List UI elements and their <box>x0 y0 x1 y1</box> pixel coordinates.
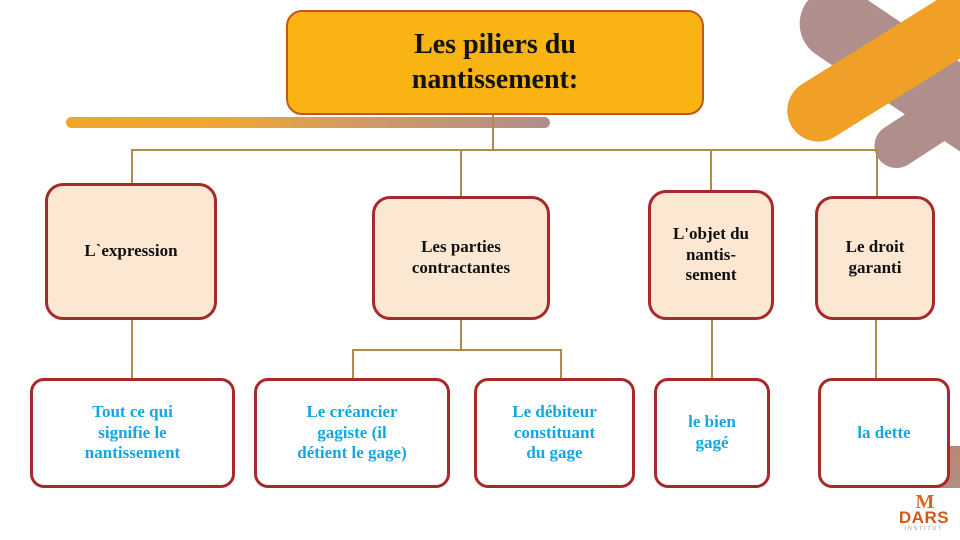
pillar-label-parties-contractantes: Les parties contractantes <box>412 237 510 278</box>
decor-mauve-bar-lower <box>866 46 960 177</box>
leaf-label-la-dette: la dette <box>857 423 910 444</box>
connector-to-pillar-1 <box>460 149 462 198</box>
leaf-line: gagiste (il <box>317 422 387 442</box>
leaf-line: Le débiteur <box>512 401 597 421</box>
dars-logo-subtitle: INSTITUT <box>904 526 944 532</box>
diagram-title-line-1: Les piliers du <box>414 29 576 61</box>
connector-pillar1-stem <box>460 318 462 350</box>
pillar-label-expression: L`expression <box>84 241 177 262</box>
leaf-line: signifie le <box>98 422 167 442</box>
leaf-line: Tout ce qui <box>92 401 173 421</box>
diagram-title-box: Les piliers du nantissement: <box>286 10 704 115</box>
pillar-line: L'objet du <box>672 223 750 243</box>
leaf-line: gagé <box>695 433 729 452</box>
pillar-box-parties-contractantes[interactable]: Les parties contractantes <box>372 196 550 320</box>
connector-title-stem <box>492 115 494 150</box>
title-underline-bar <box>66 117 550 128</box>
pillar-line: Les parties <box>421 237 501 257</box>
pillar-box-droit-garanti[interactable]: Le droit garanti <box>815 196 935 320</box>
leaf-box-le-bien-gage[interactable]: le bien gagé <box>654 378 770 488</box>
dars-logo-mark-icon: M <box>915 492 935 509</box>
leaf-line: Le créancier <box>306 401 398 421</box>
dars-logo-wordmark: DARS <box>898 508 950 527</box>
leaf-box-debiteur-constituant[interactable]: Le débiteur constituant du gage <box>474 378 635 488</box>
leaf-box-tout-ce-qui-signifie[interactable]: Tout ce qui signifie le nantissement <box>30 378 235 488</box>
leaf-label-le-bien-gage: le bien gagé <box>688 412 736 453</box>
pillar-line: L`expression <box>84 241 178 261</box>
decor-mauve-bar-top <box>785 0 960 202</box>
pillar-label-objet-du-nantissement: L'objet du nantis- sement <box>673 224 749 286</box>
connector-to-pillar-3 <box>876 149 878 198</box>
diagram-title-line-2: nantissement: <box>411 63 579 95</box>
pillar-line: garanti <box>848 258 902 277</box>
leaf-line: du gage <box>526 443 583 463</box>
leaf-line: la dette <box>857 422 911 442</box>
pillar-box-expression[interactable]: L`expression <box>45 183 217 320</box>
leaf-line: constituant <box>513 422 596 442</box>
leaf-label-debiteur-constituant: Le débiteur constituant du gage <box>512 402 597 464</box>
connector-pillar1-bus <box>352 349 562 351</box>
decor-orange-bar <box>775 0 960 154</box>
leaf-line: détient le gage) <box>297 443 407 463</box>
pillar-box-objet-du-nantissement[interactable]: L'objet du nantis- sement <box>648 190 774 320</box>
pillar-label-droit-garanti: Le droit garanti <box>846 237 905 278</box>
connector-to-pillar-2 <box>710 149 712 192</box>
pillar-line: sement <box>685 265 737 285</box>
connector-to-pillar-0 <box>131 149 133 185</box>
connector-pillar3-to-leaf4 <box>875 318 877 380</box>
pillar-line: nantis- <box>685 244 737 264</box>
pillar-line: Le droit <box>845 237 905 257</box>
leaf-line: le bien <box>688 412 736 432</box>
leaf-box-creancier-gagiste[interactable]: Le créancier gagiste (il détient le gage… <box>254 378 450 488</box>
pillar-line: contractantes <box>411 258 511 277</box>
connector-pillar1-to-leaf1 <box>352 349 354 380</box>
leaf-line: nantissement <box>84 443 181 463</box>
connector-pillar1-to-leaf2 <box>560 349 562 380</box>
diagram-title-text: Les piliers du nantissement: <box>412 28 578 96</box>
leaf-label-tout-ce-qui-signifie: Tout ce qui signifie le nantissement <box>85 402 180 464</box>
connector-pillar2-to-leaf3 <box>711 318 713 380</box>
connector-pillar0-to-leaf0 <box>131 318 133 380</box>
dars-logo: M DARS INSTITUT <box>893 492 955 538</box>
connector-pillar-bus <box>131 149 877 151</box>
leaf-box-la-dette[interactable]: la dette <box>818 378 950 488</box>
leaf-label-creancier-gagiste: Le créancier gagiste (il détient le gage… <box>297 402 407 464</box>
